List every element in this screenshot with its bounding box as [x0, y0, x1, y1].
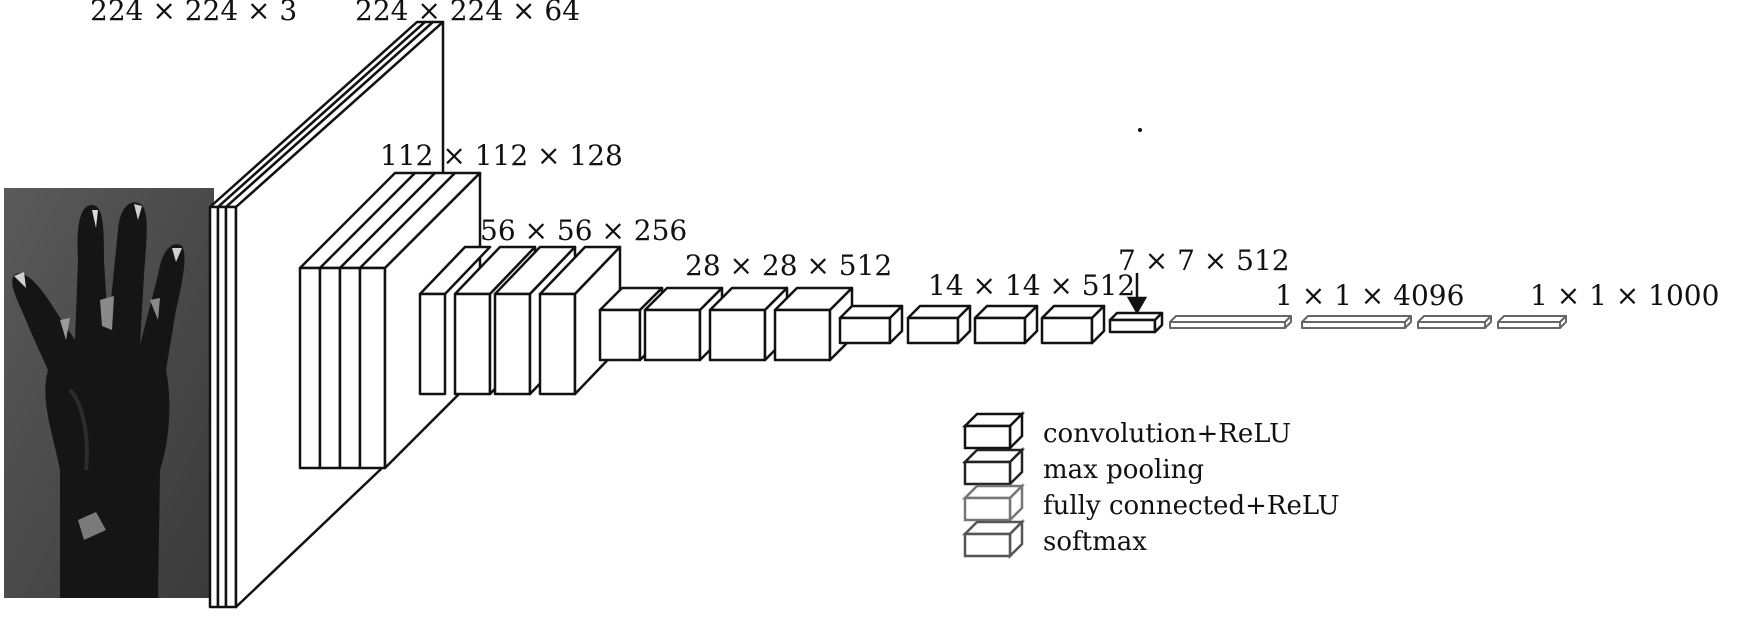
cube-front-face: [963, 424, 1012, 450]
legend-cube-icon: [961, 446, 1026, 488]
label-pool5: 7 × 7 × 512: [1118, 244, 1290, 277]
conv1-block: [208, 20, 445, 609]
pool5-block: [1108, 311, 1164, 334]
legend-cube-icon: [961, 482, 1026, 524]
layer-labels: 224 × 224 × 3 224 × 224 × 64 112 × 112 ×…: [90, 0, 1719, 312]
conv5-block: [838, 304, 1106, 345]
label-conv4: 28 × 28 × 512: [685, 249, 892, 282]
conv3-block: [418, 245, 622, 396]
label-conv1: 224 × 224 × 64: [355, 0, 580, 27]
legend-item-fc: fully connected+ReLU: [961, 482, 1340, 524]
stray-dot: [1138, 128, 1142, 132]
hand-shape: [12, 202, 185, 598]
label-input: 224 × 224 × 3: [90, 0, 297, 27]
legend-label: fully connected+ReLU: [1043, 491, 1340, 521]
layer-blocks: [208, 20, 1567, 609]
cube-front-face: [963, 532, 1012, 558]
cube-front-face: [963, 496, 1012, 522]
cube-front-face: [963, 460, 1012, 486]
legend-label: max pooling: [1043, 455, 1204, 485]
legend-item-softmax: softmax: [961, 518, 1147, 560]
legend-cube-icon: [961, 410, 1026, 452]
label-softmax: 1 × 1 × 1000: [1530, 279, 1719, 312]
legend-cube-icon: [961, 518, 1026, 560]
legend: convolution+ReLU max pooling fully conne…: [961, 410, 1340, 560]
fc-blocks: [1169, 315, 1567, 329]
legend-label: convolution+ReLU: [1043, 419, 1291, 449]
conv4-block: [598, 286, 854, 362]
legend-label: softmax: [1043, 527, 1147, 557]
legend-item-conv: convolution+ReLU: [961, 410, 1291, 452]
pool-arrow: [1126, 273, 1148, 315]
label-conv5: 14 × 14 × 512: [928, 269, 1135, 302]
label-conv2: 112 × 112 × 128: [380, 139, 623, 172]
label-fc: 1 × 1 × 4096: [1275, 279, 1464, 312]
legend-item-pool: max pooling: [961, 446, 1204, 488]
input-image: [4, 188, 214, 598]
label-conv3: 56 × 56 × 256: [480, 214, 687, 247]
